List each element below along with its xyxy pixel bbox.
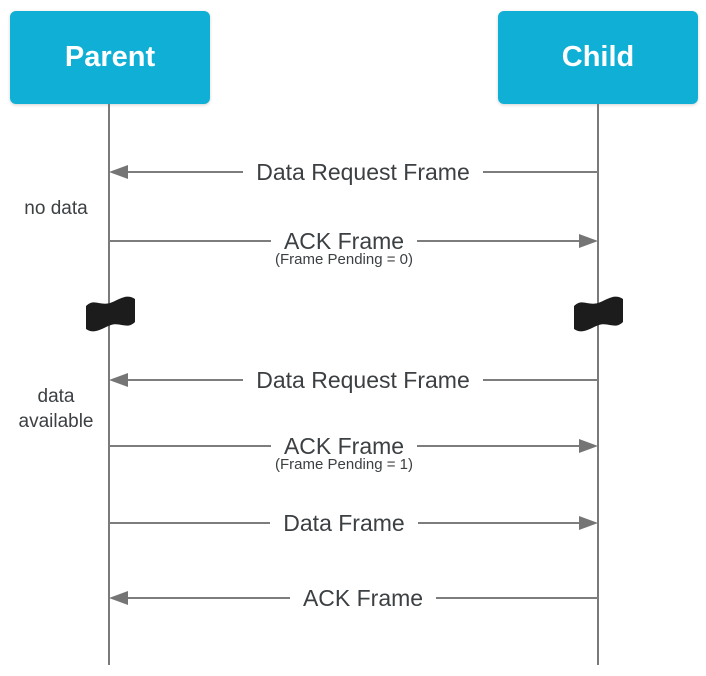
arrowhead-right-icon (579, 516, 598, 530)
message-line (109, 445, 271, 447)
arrowhead-left-icon (109, 591, 128, 605)
arrowhead-right-icon (579, 234, 599, 248)
flag-icon (574, 294, 623, 334)
message-sublabel: (Frame Pending = 0) (275, 250, 413, 268)
message-sublabel: (Frame Pending = 1) (275, 455, 413, 473)
message-line (482, 171, 599, 173)
message-label: Data Request Frame (243, 366, 483, 394)
message-label: Data Request Frame (243, 158, 483, 186)
flag-icon (86, 294, 135, 334)
note-data-available: data available (18, 386, 94, 432)
message-line (482, 379, 599, 381)
message-line (128, 597, 290, 599)
message-line (436, 597, 599, 599)
message-label: ACK Frame (270, 432, 418, 460)
message-label: ACK Frame (270, 227, 418, 255)
actor-parent-label: Parent (64, 41, 156, 73)
message-line (417, 240, 580, 242)
message-line (417, 522, 579, 524)
actor-child-label: Child (561, 41, 635, 73)
actor-parent: Parent (10, 11, 210, 104)
message-label: ACK Frame (289, 584, 437, 612)
arrowhead-left-icon (109, 373, 128, 387)
arrowhead-right-icon (579, 439, 599, 453)
message-line (417, 445, 580, 447)
message-line (109, 522, 271, 524)
arrowhead-left-icon (109, 165, 128, 179)
message-line (128, 171, 244, 173)
actor-child: Child (498, 11, 698, 104)
lifeline-child (597, 104, 599, 665)
note-no-data: no data (24, 198, 88, 219)
message-line (128, 379, 244, 381)
message-line (109, 240, 271, 242)
message-label: Data Frame (270, 509, 418, 537)
